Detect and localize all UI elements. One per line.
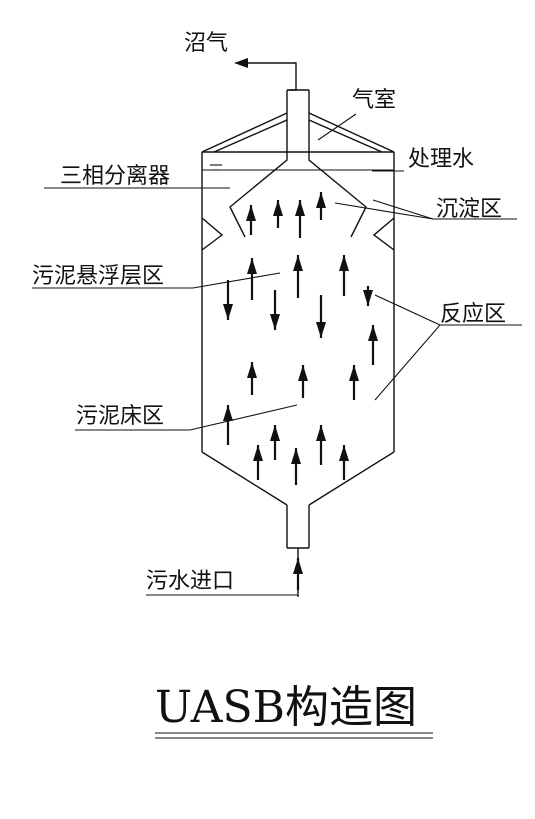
- figure-title: UASB构造图: [155, 682, 417, 733]
- label-biogas: 沼气: [184, 31, 228, 56]
- biogas-pipe: [234, 58, 297, 91]
- reactor-body: [201, 152, 395, 597]
- up-arrow-icon: [349, 365, 359, 400]
- biogas-outlet-arrow-icon: [234, 58, 248, 68]
- label-treated-water: 处理水: [408, 147, 474, 172]
- up-arrow-icon: [368, 325, 378, 365]
- up-arrow-icon: [273, 200, 283, 228]
- up-arrow-icon: [316, 425, 326, 465]
- up-arrow-icon: [293, 558, 303, 590]
- down-arrow-icon: [316, 295, 326, 338]
- label-sludge-suspension-layer: 污泥悬浮层区: [32, 264, 164, 289]
- up-arrow-icon: [291, 448, 301, 485]
- flow-arrows: [223, 192, 378, 590]
- up-arrow-icon: [223, 405, 233, 445]
- gas-chimney: [286, 89, 310, 152]
- label-three-phase-separator: 三相分离器: [60, 164, 170, 189]
- figure-title-group: UASB构造图: [155, 682, 433, 739]
- up-arrow-icon: [293, 255, 303, 298]
- up-arrow-icon: [339, 445, 349, 480]
- label-reaction-zone: 反应区: [440, 302, 506, 327]
- three-phase-separator: [201, 152, 395, 251]
- down-arrow-icon: [363, 286, 373, 306]
- reactor-roof: [201, 112, 395, 153]
- up-arrow-icon: [298, 365, 308, 398]
- label-sewage-inlet: 污水进口: [146, 569, 234, 594]
- up-arrow-icon: [339, 255, 349, 296]
- label-gas-chamber: 气室: [352, 88, 396, 113]
- down-arrow-icon: [270, 290, 280, 330]
- label-settling-zone: 沉淀区: [436, 197, 502, 222]
- up-arrow-icon: [247, 362, 257, 395]
- up-arrow-icon: [316, 192, 326, 220]
- up-arrow-icon: [295, 200, 305, 238]
- label-sludge-bed-zone: 污泥床区: [76, 404, 164, 429]
- water-level-marker: [202, 164, 394, 171]
- up-arrow-icon: [270, 425, 280, 460]
- labels: 沼气 气室 三相分离器 处理水 沉淀区 污泥悬浮层区 反应区 污泥床区 污水进口: [32, 31, 506, 594]
- up-arrow-icon: [247, 258, 257, 300]
- up-arrow-icon: [253, 445, 263, 480]
- down-arrow-icon: [223, 280, 233, 320]
- up-arrow-icon: [246, 205, 256, 235]
- leader-lines: [32, 113, 522, 596]
